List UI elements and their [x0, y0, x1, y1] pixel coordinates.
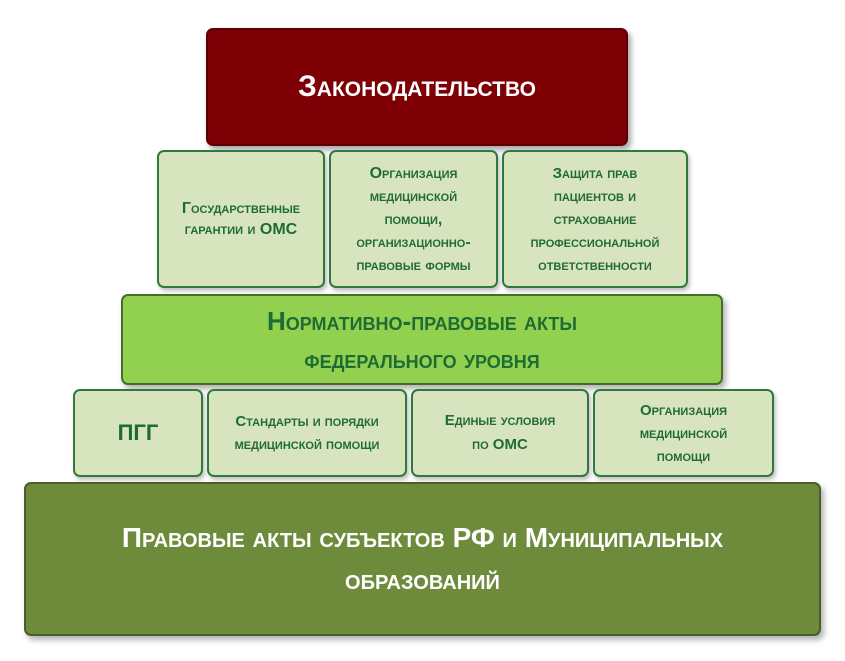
federal-acts-block: Нормативно-правовые акты федерального ур… [121, 294, 723, 385]
legislation-label: Законодательство [297, 70, 536, 103]
state-guarantees-label: Государственные гарантии и ОМС [181, 200, 301, 238]
care-organization-label: Организация медицинской помощи [639, 401, 728, 465]
standards-label: Стандарты и порядки медицинской помощи [234, 413, 380, 453]
regional-acts-block: Правовые акты субъектов РФ и Муниципальн… [24, 482, 821, 636]
state-guarantees-block: Государственные гарантии и ОМС [157, 150, 325, 288]
patient-rights-label: Защита прав пациентов и страхование проф… [530, 164, 660, 274]
patient-rights-block: Защита прав пациентов и страхование проф… [502, 150, 688, 288]
care-organization-block: Организация медицинской помощи [593, 389, 774, 477]
standards-block: Стандарты и порядки медицинской помощи [207, 389, 407, 477]
oms-conditions-label: Единые условия по ОМС [444, 412, 556, 453]
legislation-block: Законодательство [206, 28, 628, 146]
federal-acts-label: Нормативно-правовые акты федерального ур… [266, 305, 578, 374]
oms-conditions-block: Единые условия по ОМС [411, 389, 589, 477]
medical-care-organization-block: Организация медицинской помощи, организа… [329, 150, 498, 288]
medical-care-organization-label: Организация медицинской помощи, организа… [356, 164, 471, 274]
pgg-block: ПГГ [73, 389, 203, 477]
regional-acts-label: Правовые акты субъектов РФ и Муниципальн… [121, 522, 724, 595]
pgg-label: ПГГ [117, 420, 159, 445]
